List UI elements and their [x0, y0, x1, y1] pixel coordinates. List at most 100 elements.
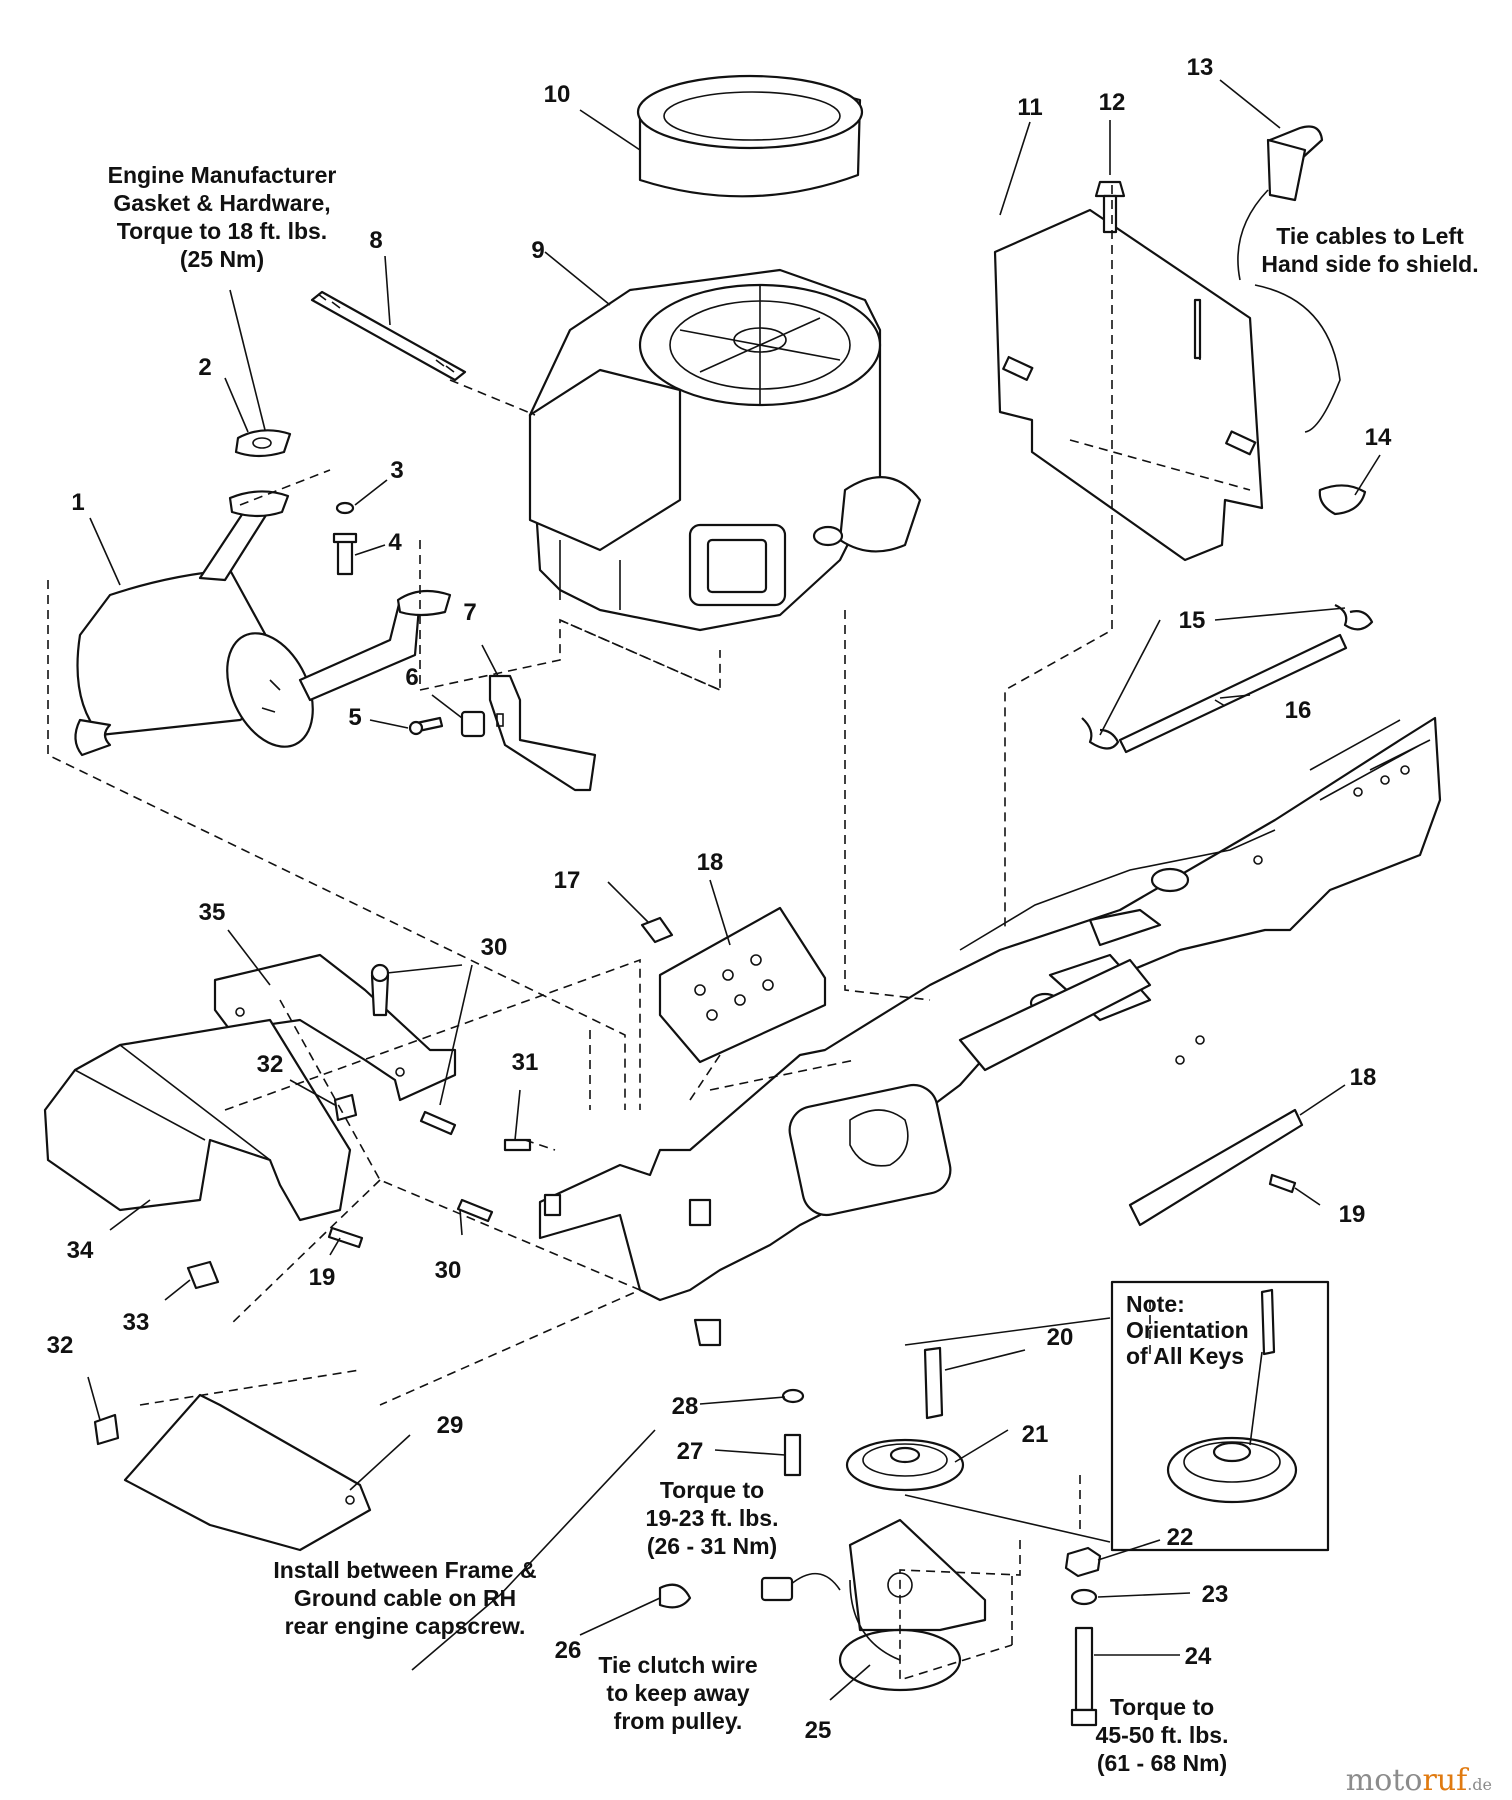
part-12-bolt: [1094, 180, 1126, 234]
callout-11: 11: [1017, 94, 1042, 121]
part-9-engine: [528, 268, 922, 632]
note-keys-line1: Note:: [1126, 1291, 1185, 1317]
note-tie-clutch-line2: to keep away: [606, 1680, 749, 1706]
leader-lines: [87, 79, 1381, 1701]
part-14-cable-tie: [1318, 484, 1367, 516]
callout-23: 23: [1202, 1581, 1229, 1608]
part-30-bolt-top: [370, 963, 390, 1017]
part-23-washer: [1070, 1588, 1098, 1606]
note-tie-clutch-line1: Tie clutch wire: [598, 1652, 757, 1678]
callout-28: 28: [672, 1393, 699, 1420]
part-30-bolt-mid: [419, 1110, 457, 1136]
part-2-gasket: [234, 429, 292, 458]
callout-26: 26: [555, 1637, 582, 1664]
callout-9: 9: [531, 237, 544, 264]
part-32-nut-upper: [333, 1093, 358, 1122]
note-tie-cables-line2: Hand side fo shield.: [1261, 251, 1478, 277]
note-torque-24-line3: (61 - 68 Nm): [1097, 1750, 1227, 1776]
part-33-clip: [186, 1260, 220, 1290]
watermark-part-c: .de: [1467, 1775, 1492, 1794]
part-13-throttle-cable: [1237, 125, 1341, 433]
part-18-plate-left: [658, 906, 827, 1064]
callout-1: 1: [71, 489, 84, 516]
part-19-screw-left: [327, 1226, 364, 1249]
part-16-sleeves: [1118, 633, 1348, 754]
note-torque-24: Torque to 45-50 ft. lbs. (61 - 68 Nm): [1096, 1694, 1229, 1776]
callout-8: 8: [369, 227, 382, 254]
part-17-clip: [640, 916, 674, 944]
callout-10: 10: [544, 81, 571, 108]
part-5-screw: [408, 716, 444, 736]
callout-32-lower: 32: [47, 1332, 74, 1359]
note-engine-gasket-line2: Gasket & Hardware,: [113, 190, 330, 216]
part-7-bracket: [488, 674, 597, 792]
note-torque-27: Torque to 19-23 ft. lbs. (26 - 31 Nm): [646, 1477, 779, 1559]
callout-34: 34: [67, 1237, 94, 1264]
callout-27: 27: [677, 1438, 704, 1465]
note-engine-gasket-line3: Torque to 18 ft. lbs.: [117, 218, 327, 244]
note-torque-27-line2: 19-23 ft. lbs.: [646, 1505, 779, 1531]
callout-29: 29: [437, 1412, 464, 1439]
note-ground-cable-line1: Install between Frame &: [273, 1557, 536, 1583]
callout-17: 17: [554, 867, 581, 894]
callout-3: 3: [390, 457, 403, 484]
part-4-capscrew: [332, 532, 358, 576]
note-tie-cables: Tie cables to Left Hand side fo shield.: [1261, 223, 1478, 277]
callout-21: 21: [1022, 1421, 1049, 1448]
note-keys-line3: of All Keys: [1126, 1343, 1244, 1369]
part-32-nut-lower: [93, 1413, 120, 1446]
part-19-screw-right: [1268, 1173, 1297, 1194]
callout-15: 15: [1179, 607, 1206, 634]
note-tie-clutch: Tie clutch wire to keep away from pulley…: [598, 1652, 757, 1734]
callout-4: 4: [388, 529, 402, 556]
callout-13: 13: [1187, 54, 1214, 81]
callout-24: 24: [1185, 1643, 1212, 1670]
frame: [538, 716, 1442, 1347]
note-keys: Note: Orientation of All Keys: [1126, 1291, 1249, 1369]
note-torque-27-line3: (26 - 31 Nm): [647, 1533, 777, 1559]
part-31-screw: [503, 1138, 532, 1152]
watermark-part-a: moto: [1346, 1763, 1423, 1798]
part-24-bolt: [1070, 1626, 1098, 1727]
callout-14: 14: [1365, 424, 1392, 451]
callout-20: 20: [1047, 1324, 1074, 1351]
part-3-washer: [335, 501, 355, 515]
part-34-cover: [43, 1018, 352, 1222]
watermark-logo: motoruf.de: [1346, 1763, 1492, 1798]
part-18-plate-right: [1128, 1108, 1304, 1227]
part-6-clip: [460, 710, 486, 738]
part-26-cable-tie: [658, 1583, 692, 1609]
callout-31: 31: [512, 1049, 539, 1076]
part-29-plate: [123, 1393, 372, 1552]
callout-16: 16: [1285, 697, 1312, 724]
callout-12: 12: [1099, 89, 1126, 116]
callout-32-upper: 32: [257, 1051, 284, 1078]
callout-18-right: 18: [1350, 1064, 1377, 1091]
callout-numbers: 1 2 3 4 5 6 7 8 9 10 11 12 13 14 15 16 1…: [47, 54, 1392, 1744]
part-1-muffler: [74, 490, 452, 757]
part-21-pulley: [845, 1438, 965, 1492]
callout-33: 33: [123, 1309, 150, 1336]
note-engine-gasket-line4: (25 Nm): [180, 246, 264, 272]
note-ground-cable-line3: rear engine capscrew.: [285, 1613, 526, 1639]
callout-7: 7: [463, 599, 476, 626]
callout-6: 6: [405, 664, 418, 691]
callout-2: 2: [198, 354, 211, 381]
part-15-ties: [1081, 604, 1374, 750]
callout-19-left: 19: [309, 1264, 336, 1291]
callout-35: 35: [199, 899, 226, 926]
part-30-bolt-low: [456, 1198, 494, 1223]
part-22-nut: [1064, 1546, 1102, 1578]
note-torque-27-line1: Torque to: [660, 1477, 764, 1503]
callout-30-bottom: 30: [435, 1257, 462, 1284]
note-engine-gasket-line1: Engine Manufacturer: [108, 162, 337, 188]
callout-5: 5: [348, 704, 361, 731]
part-28-washer: [781, 1388, 805, 1404]
note-engine-gasket: Engine Manufacturer Gasket & Hardware, T…: [108, 162, 337, 272]
callout-19-right: 19: [1339, 1201, 1366, 1228]
note-tie-clutch-line3: from pulley.: [614, 1708, 743, 1734]
part-11-shield: [993, 208, 1264, 562]
callout-30-top: 30: [481, 934, 508, 961]
note-keys-line2: Orientation: [1126, 1317, 1249, 1343]
note-ground-cable: Install between Frame & Ground cable on …: [273, 1557, 536, 1639]
